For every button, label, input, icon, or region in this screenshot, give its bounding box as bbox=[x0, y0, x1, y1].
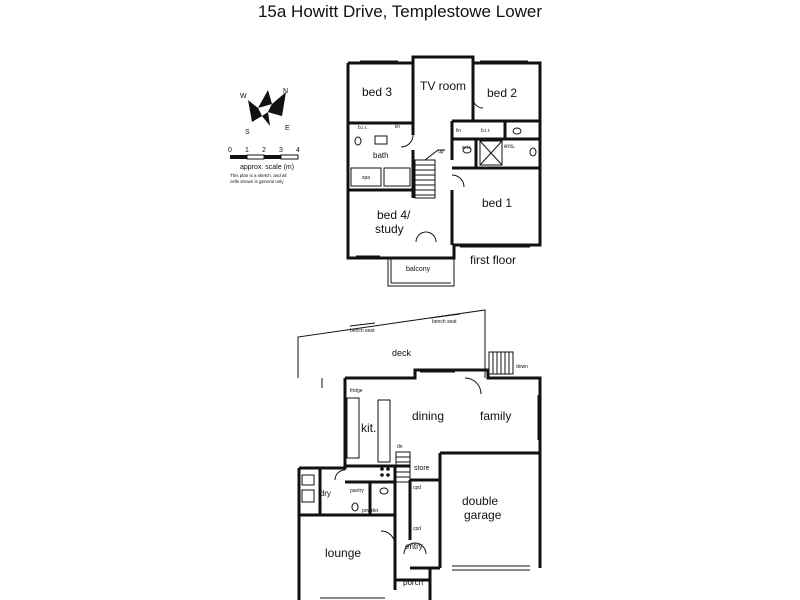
label-spa: spa bbox=[362, 175, 370, 181]
deck-stairs bbox=[488, 351, 514, 375]
cooktop-icon bbox=[380, 467, 384, 471]
ground-floor-stairs bbox=[395, 451, 411, 483]
ensuite-basin-icon bbox=[512, 127, 522, 135]
door-swing bbox=[425, 231, 437, 243]
balcony-outline bbox=[387, 258, 455, 287]
powder-toilet-icon bbox=[351, 502, 359, 512]
label-pantry: pantry bbox=[350, 488, 364, 494]
label-stair-dn: dn bbox=[397, 444, 403, 450]
scale-tick-4: 4 bbox=[296, 147, 300, 154]
label-bench-seat-right: bench seat bbox=[432, 319, 457, 325]
label-fridge: fridge bbox=[350, 388, 363, 394]
door-swing bbox=[403, 542, 416, 555]
room-kitchen: kit. bbox=[361, 421, 376, 435]
room-family: family bbox=[480, 409, 511, 423]
door-swing bbox=[414, 542, 427, 555]
room-bed-2: bed 2 bbox=[487, 86, 517, 100]
room-double-garage-line1: double bbox=[462, 494, 498, 508]
room-porch: porch bbox=[403, 578, 423, 587]
compass-e: E bbox=[285, 125, 290, 132]
label-wir: w.i.r. bbox=[462, 145, 472, 151]
powder-basin-icon bbox=[379, 487, 389, 495]
compass-s: S bbox=[245, 129, 250, 136]
basin-icon bbox=[374, 135, 388, 145]
room-ensuite: ens. bbox=[504, 144, 516, 150]
laundry-trough bbox=[301, 474, 315, 486]
plan-title: 15a Howitt Drive, Templestowe Lower bbox=[257, 2, 543, 21]
spa-bath bbox=[350, 167, 382, 187]
room-bed-4-line2: study bbox=[375, 222, 404, 236]
door-swing bbox=[415, 231, 427, 243]
door-swing bbox=[380, 530, 396, 546]
label-lin-top: lin bbox=[395, 124, 400, 130]
vanity-icon bbox=[462, 146, 472, 154]
compass-n: N bbox=[283, 88, 288, 95]
scale-tick-0: 0 bbox=[228, 147, 232, 154]
door-swing bbox=[400, 134, 414, 148]
scale-note-1: This plan is a sketch, and all bbox=[230, 173, 287, 178]
kitchen-island bbox=[377, 399, 391, 463]
room-tv-room: TV room bbox=[420, 79, 466, 93]
label-ens2: cpd bbox=[413, 526, 421, 532]
kitchen-bench bbox=[346, 397, 360, 459]
scale-bar: 0 1 2 3 4 approx. scale (m) This plan is… bbox=[228, 147, 300, 184]
label-bir-left: b.i.r. bbox=[358, 125, 367, 131]
deck-outline bbox=[297, 309, 486, 378]
room-bed-3: bed 3 bbox=[362, 85, 392, 99]
ensuite-shower bbox=[479, 140, 503, 166]
first-floor-caption: first floor bbox=[470, 253, 516, 267]
room-lounge: lounge bbox=[325, 546, 361, 560]
label-bir-right: b.i.r. bbox=[481, 128, 490, 134]
label-cpd: cpd bbox=[413, 485, 421, 491]
compass-icon: N E S W bbox=[240, 88, 290, 136]
room-balcony: balcony bbox=[406, 266, 431, 273]
room-bed-1: bed 1 bbox=[482, 196, 512, 210]
scale-tick-2: 2 bbox=[262, 147, 266, 154]
compass-w: W bbox=[240, 93, 247, 100]
label-powder: powder bbox=[362, 508, 379, 514]
room-laundry: ldry bbox=[318, 489, 331, 498]
washer-icon bbox=[301, 489, 315, 503]
scale-tick-3: 3 bbox=[279, 147, 283, 154]
ensuite-toilet-icon bbox=[529, 147, 537, 157]
toilet-icon bbox=[354, 136, 362, 146]
room-deck: deck bbox=[392, 348, 412, 358]
label-bench-seat-left: bench seat bbox=[350, 328, 375, 334]
room-store: store bbox=[414, 465, 430, 472]
label-down: down bbox=[516, 364, 528, 370]
label-up: up bbox=[438, 149, 444, 155]
door-swing bbox=[472, 97, 484, 109]
door-swing bbox=[334, 469, 346, 481]
scale-note-2: cells shown is general only bbox=[230, 179, 284, 184]
room-bed-4-line1: bed 4/ bbox=[377, 208, 411, 222]
room-double-garage-line2: garage bbox=[464, 508, 502, 522]
room-dining: dining bbox=[412, 409, 444, 423]
room-bath: bath bbox=[373, 151, 389, 160]
first-floor-stairs bbox=[414, 149, 445, 199]
ground-floor-plan: deck kit. dining family ldry store doubl… bbox=[297, 309, 542, 600]
door-swing bbox=[464, 377, 482, 395]
shower bbox=[383, 167, 411, 187]
scale-label: approx. scale (m) bbox=[240, 164, 294, 171]
door-swing bbox=[451, 174, 465, 188]
room-entry: entry bbox=[405, 542, 423, 551]
scale-tick-1: 1 bbox=[245, 147, 249, 154]
label-lin-mid: lin bbox=[456, 128, 461, 134]
first-floor-plan: bed 3 TV room bed 2 bath bed 4/ study be… bbox=[346, 55, 542, 287]
